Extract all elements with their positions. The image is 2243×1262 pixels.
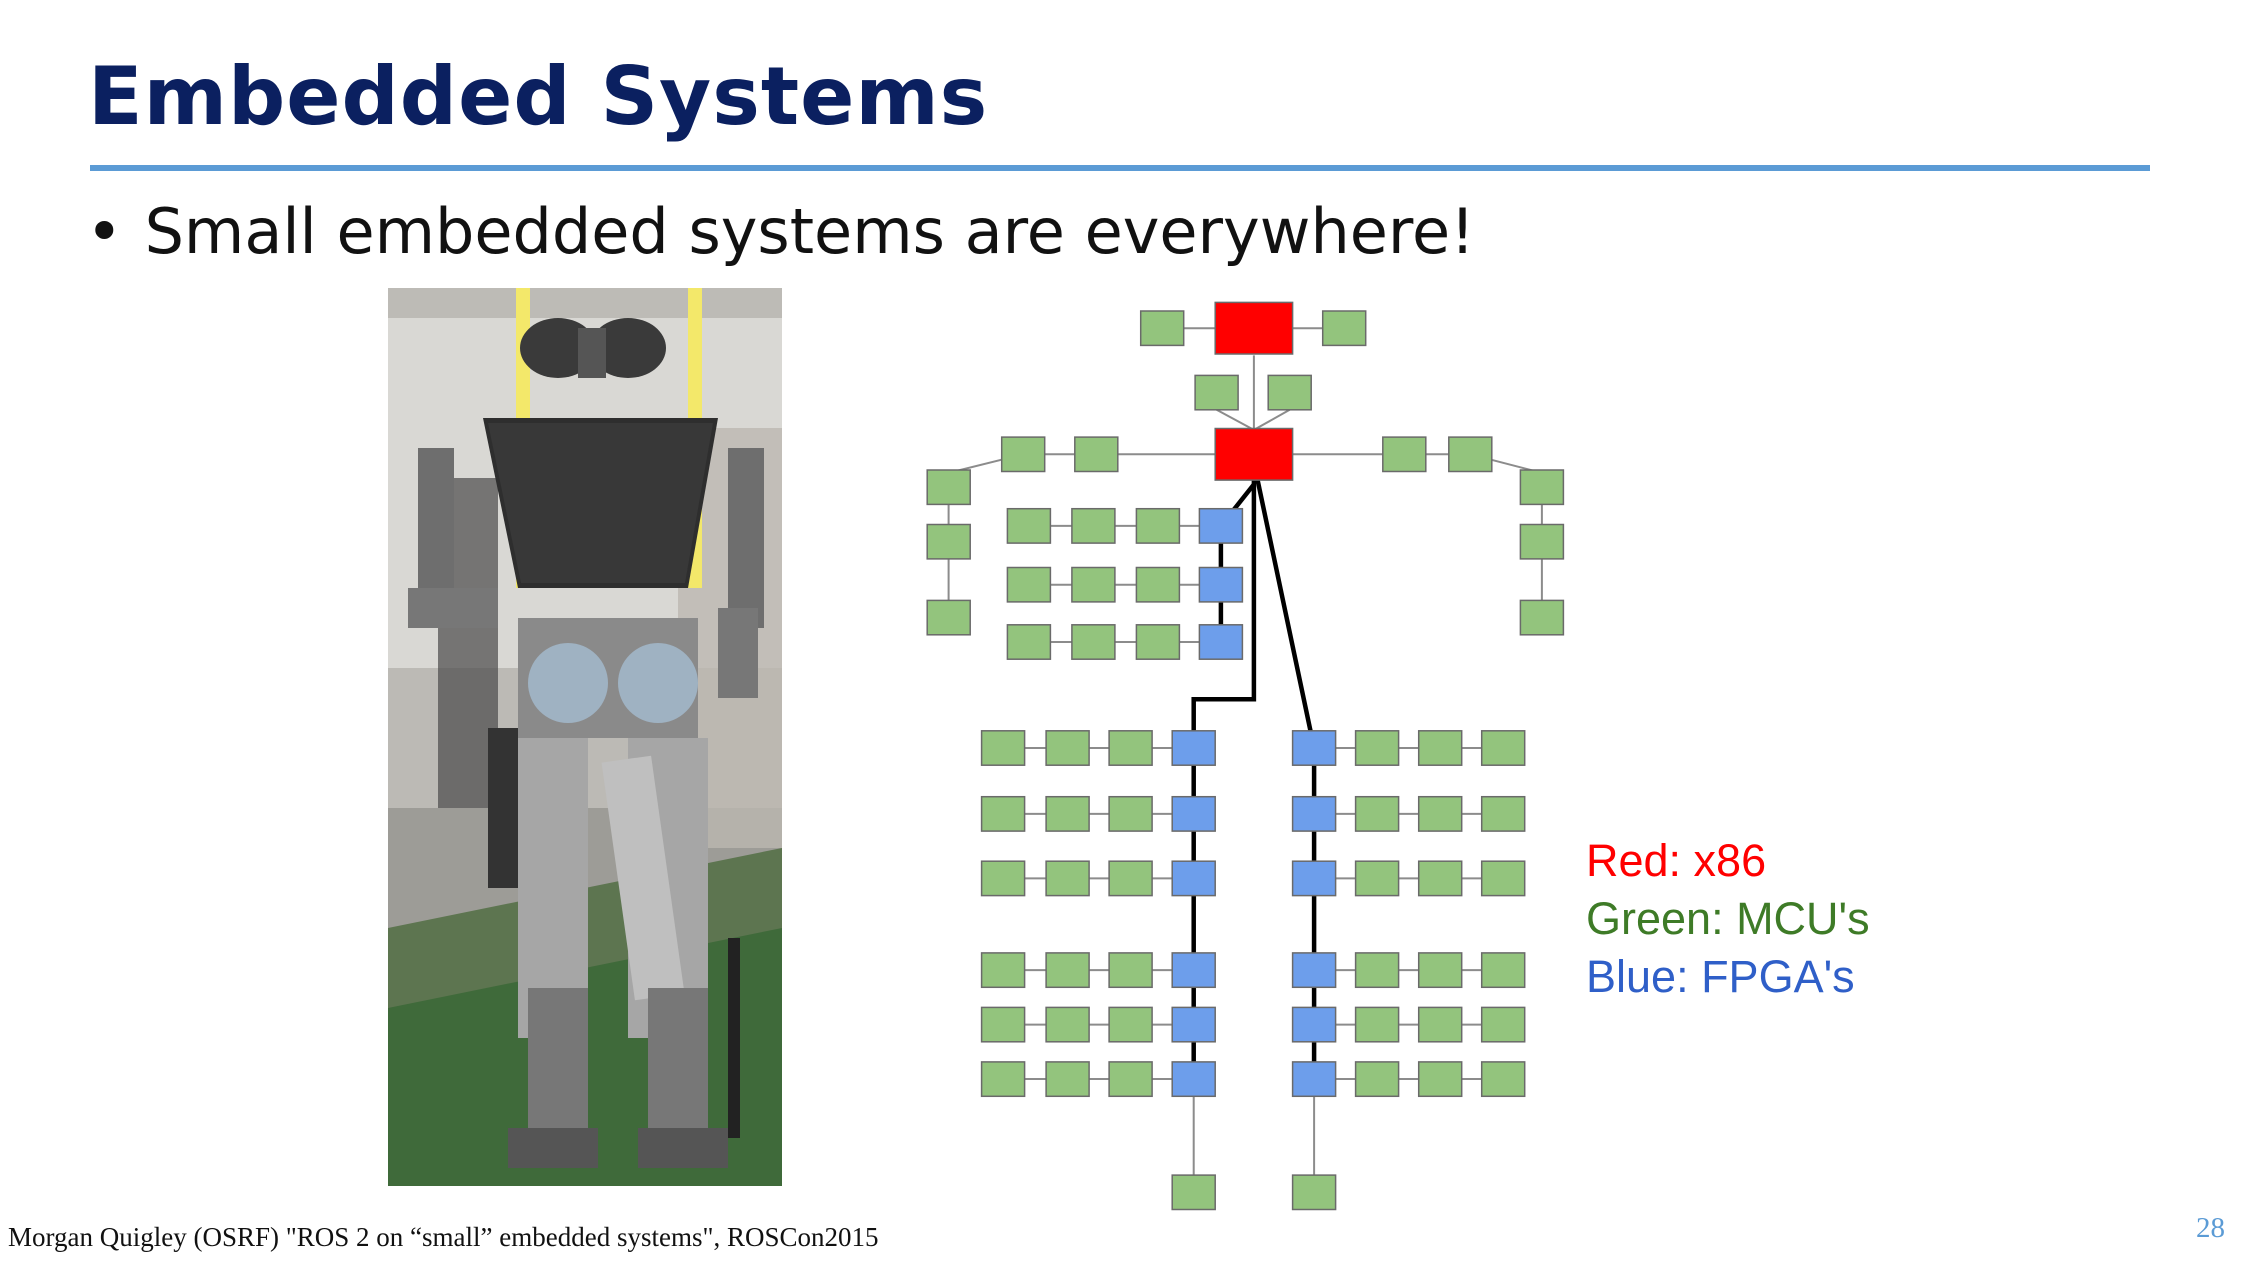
fpga-node	[1291, 860, 1337, 897]
fpga-bus-line	[1191, 472, 1257, 1079]
mcu-node	[926, 523, 971, 560]
mcu-node	[1071, 507, 1116, 544]
fpga-node	[1171, 952, 1216, 989]
bullet-dot-icon: •	[86, 195, 123, 268]
mcu-node	[1139, 310, 1185, 347]
legend: Red: x86 Green: MCU's Blue: FPGA's	[1586, 832, 1870, 1006]
mcu-node	[1417, 952, 1463, 989]
mcu-node	[1135, 566, 1181, 603]
mcu-node	[1417, 860, 1463, 897]
mcu-node	[1108, 860, 1153, 897]
mcu-node	[1171, 1174, 1216, 1211]
mcu-node	[980, 730, 1026, 766]
fpga-node	[1291, 730, 1337, 766]
mcu-node	[1480, 860, 1526, 897]
mcu-node	[1071, 624, 1116, 660]
mcu-node	[1045, 1006, 1090, 1043]
mcu-node	[1108, 1006, 1153, 1043]
mcu-node	[1519, 469, 1565, 506]
mcu-node	[1354, 952, 1400, 989]
mcu-node	[1382, 436, 1427, 473]
mcu-node	[1006, 566, 1052, 603]
mcu-node	[1417, 795, 1463, 832]
fpga-node	[1171, 1061, 1216, 1098]
fpga-node	[1291, 1061, 1337, 1098]
mcu-node	[1071, 566, 1116, 603]
mcu-node	[1354, 795, 1400, 832]
mcu-node	[1074, 436, 1119, 473]
mcu-node	[1006, 507, 1052, 544]
mcu-node	[980, 1006, 1026, 1043]
page-number: 28	[2196, 1212, 2225, 1244]
robot-photo	[388, 288, 782, 1186]
fpga-node	[1291, 1006, 1337, 1043]
mcu-node	[1480, 795, 1526, 832]
mcu-node	[1354, 1006, 1400, 1043]
legend-item-fpga: Blue: FPGA's	[1586, 951, 1855, 1002]
connector-line	[1253, 408, 1291, 431]
page-title: Embedded Systems	[88, 50, 989, 143]
legend-item-x86: Red: x86	[1586, 835, 1767, 886]
mcu-node	[980, 1061, 1026, 1098]
mcu-node	[1045, 1061, 1090, 1098]
mcu-node	[1354, 730, 1400, 766]
fpga-node	[1198, 507, 1244, 544]
mcu-node	[1006, 624, 1052, 660]
robot-illustration	[388, 288, 782, 1186]
citation: Morgan Quigley (OSRF) "ROS 2 on “small” …	[8, 1222, 879, 1252]
mcu-node	[1108, 795, 1153, 832]
mcu-node	[1519, 599, 1565, 636]
fpga-node	[1291, 795, 1337, 832]
mcu-node	[1291, 1174, 1337, 1211]
mcu-node	[1108, 1061, 1153, 1098]
mcu-node	[1267, 374, 1312, 411]
mcu-node	[1194, 374, 1239, 411]
mcu-node	[1354, 860, 1400, 897]
legend-item-mcu: Green: MCU's	[1586, 893, 1870, 944]
fpga-bus-line	[1254, 475, 1317, 749]
mcu-node	[980, 860, 1026, 897]
mcu-node	[1045, 730, 1090, 766]
fpga-node	[1171, 795, 1216, 832]
connector-line	[1216, 408, 1255, 431]
mcu-node	[1108, 730, 1153, 766]
mcu-node	[1448, 436, 1493, 473]
mcu-node	[1480, 1006, 1526, 1043]
mcu-node	[1519, 523, 1565, 560]
fpga-node	[1198, 566, 1244, 603]
fpga-node	[1291, 952, 1337, 989]
x86-node	[1214, 427, 1294, 481]
mcu-node	[1045, 795, 1090, 832]
mcu-node	[1480, 730, 1526, 766]
mcu-node	[1135, 624, 1181, 660]
mcu-node	[980, 952, 1026, 989]
fpga-node	[1171, 730, 1216, 766]
mcu-node	[1354, 1061, 1400, 1098]
title-underline	[90, 165, 2150, 171]
fpga-node	[1198, 624, 1244, 660]
bullet-item: • Small embedded systems are everywhere!	[86, 195, 1475, 268]
mcu-node	[1108, 952, 1153, 989]
bullet-text: Small embedded systems are everywhere!	[144, 195, 1476, 268]
mcu-node	[1045, 860, 1090, 897]
mcu-node	[1045, 952, 1090, 989]
mcu-node	[1417, 1006, 1463, 1043]
fpga-node	[1171, 1006, 1216, 1043]
fpga-node	[1171, 860, 1216, 897]
mcu-node	[1135, 507, 1181, 544]
mcu-node	[1321, 310, 1367, 347]
mcu-node	[1417, 1061, 1463, 1098]
mcu-node	[1480, 952, 1526, 989]
mcu-node	[926, 469, 971, 506]
mcu-node	[1480, 1061, 1526, 1098]
mcu-node	[926, 599, 971, 636]
mcu-node	[1417, 730, 1463, 766]
mcu-node	[1000, 436, 1046, 473]
x86-node	[1214, 301, 1294, 355]
mcu-node	[980, 795, 1026, 832]
